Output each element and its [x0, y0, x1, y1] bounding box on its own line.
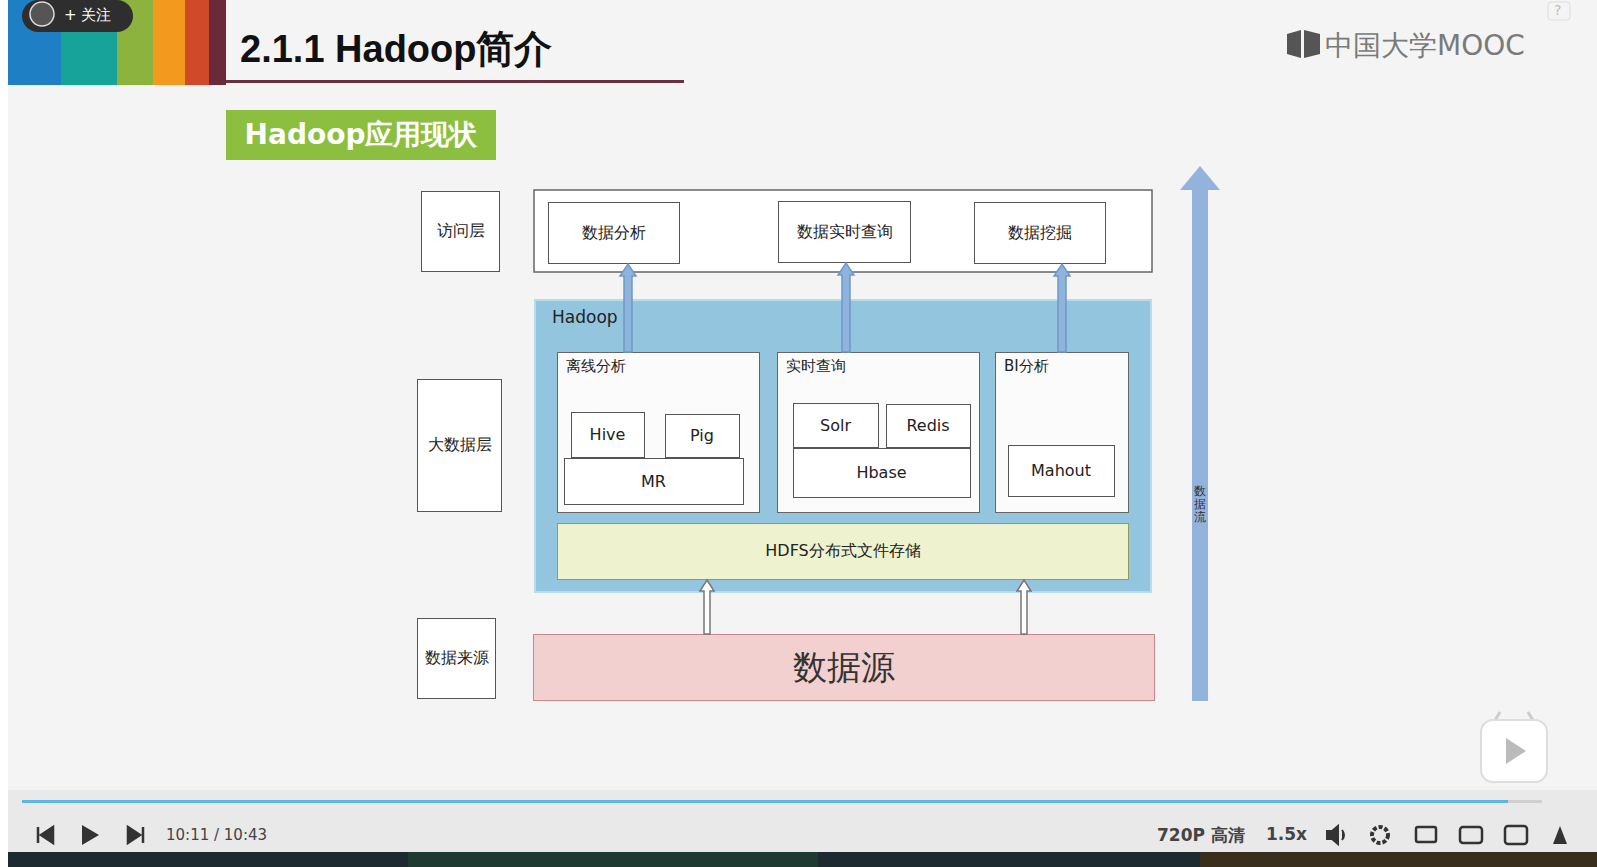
component-box: Pig: [665, 414, 740, 458]
group-box: 离线分析 Hive PigMR: [557, 352, 760, 513]
next-icon: [128, 827, 143, 843]
follow-pill: [22, 0, 133, 32]
data-source-band: 数据源: [533, 634, 1155, 701]
component-box: Mahout: [1008, 445, 1115, 497]
pip-icon: [1416, 827, 1436, 842]
mooc-logo-text: 中国大学MOOC: [1325, 27, 1525, 65]
component-box: Solr: [793, 403, 879, 448]
box-text: 数据实时查询: [797, 222, 893, 243]
data-flow-label: 数据流: [1194, 485, 1206, 525]
component-box: MR: [564, 458, 744, 505]
box-text: Hive: [590, 425, 626, 444]
group-box: BI分析 Mahout: [995, 352, 1129, 513]
layer-label: 访问层: [421, 191, 500, 272]
progress-fill: [22, 800, 1508, 803]
flow-arrow: [620, 264, 636, 352]
widescreen-icon: [1460, 827, 1482, 843]
bottom-strip: [8, 852, 1597, 867]
box-text: 数据挖掘: [1008, 223, 1072, 244]
component-box: Hbase: [793, 448, 971, 498]
play-button: [82, 825, 99, 845]
box-text: 数据源: [793, 645, 895, 691]
box-text: Redis: [906, 416, 949, 435]
bottom-strip-segment: [408, 852, 818, 867]
box-text: HDFS分布式文件存储: [765, 541, 920, 562]
help-mark: ?: [1554, 2, 1561, 18]
access-layer-frame: [534, 190, 1152, 272]
mooc-logo-icon: [1287, 30, 1320, 58]
box-text: 大数据层: [428, 435, 492, 456]
access-box: 数据挖掘: [974, 202, 1106, 264]
play-icon: [1506, 738, 1526, 764]
volume-icon: [1327, 826, 1344, 844]
box-text: 访问层: [437, 221, 485, 242]
data-flow-arrow: [1192, 186, 1208, 701]
avatar: [30, 2, 54, 26]
component-box: Hive: [571, 412, 645, 458]
stripe: [61, 0, 117, 85]
control-bar: [8, 790, 1597, 852]
progress-track: [22, 800, 1542, 803]
quality-button: 720P 高清: [1157, 824, 1245, 847]
flow-arrow: [838, 263, 854, 352]
flow-arrow: [1054, 264, 1070, 352]
box-text: Solr: [820, 416, 851, 435]
data-flow-arrowhead: [1180, 166, 1220, 190]
hadoop-region: Hadoop 离线分析 Hive PigMR 实时查询 Solr RedisHbase BI分…: [534, 299, 1152, 593]
layer-label: 大数据层: [417, 379, 502, 512]
time-display: 10:11 / 10:43: [166, 826, 267, 844]
prev-icon: [38, 827, 53, 843]
follow-button: + 关注: [64, 6, 111, 25]
group-heading: BI分析: [1004, 357, 1049, 376]
access-box: 数据实时查询: [778, 201, 911, 263]
section-badge: Hadoop应用现状: [226, 110, 496, 160]
box-text: 数据分析: [582, 223, 646, 244]
flow-arrow: [1017, 580, 1031, 634]
layer-label: 数据来源: [417, 618, 496, 699]
box-text: Hbase: [856, 463, 906, 482]
flow-arrow: [700, 580, 714, 634]
component-box: Redis: [886, 404, 971, 448]
slide-title: 2.1.1 Hadoop简介: [240, 24, 553, 75]
storage-band: HDFS分布式文件存储: [557, 523, 1129, 580]
access-box: 数据分析: [548, 202, 680, 264]
bottom-strip-segment: [1200, 852, 1597, 867]
stripe: [209, 0, 226, 85]
group-box: 实时查询 Solr RedisHbase: [777, 352, 980, 513]
settings-icon: [1372, 827, 1388, 843]
stripe: [153, 0, 185, 85]
group-heading: 离线分析: [566, 357, 626, 376]
stripe: [185, 0, 209, 85]
group-heading: 实时查询: [786, 357, 846, 376]
speed-button: 1.5x: [1266, 824, 1307, 844]
title-underline: [226, 80, 684, 83]
box-text: Pig: [690, 426, 714, 445]
fullscreen-icon: [1505, 826, 1527, 844]
group-heading: Hadoop: [552, 307, 618, 327]
box-text: MR: [641, 472, 666, 491]
player-logo: [1481, 720, 1547, 782]
stripe: [8, 0, 61, 85]
box-text: 数据来源: [425, 648, 489, 669]
slide-ground: [8, 0, 1597, 812]
box-text: Mahout: [1031, 461, 1091, 480]
extra-icon: [1553, 826, 1567, 844]
help-icon: [1548, 2, 1570, 20]
